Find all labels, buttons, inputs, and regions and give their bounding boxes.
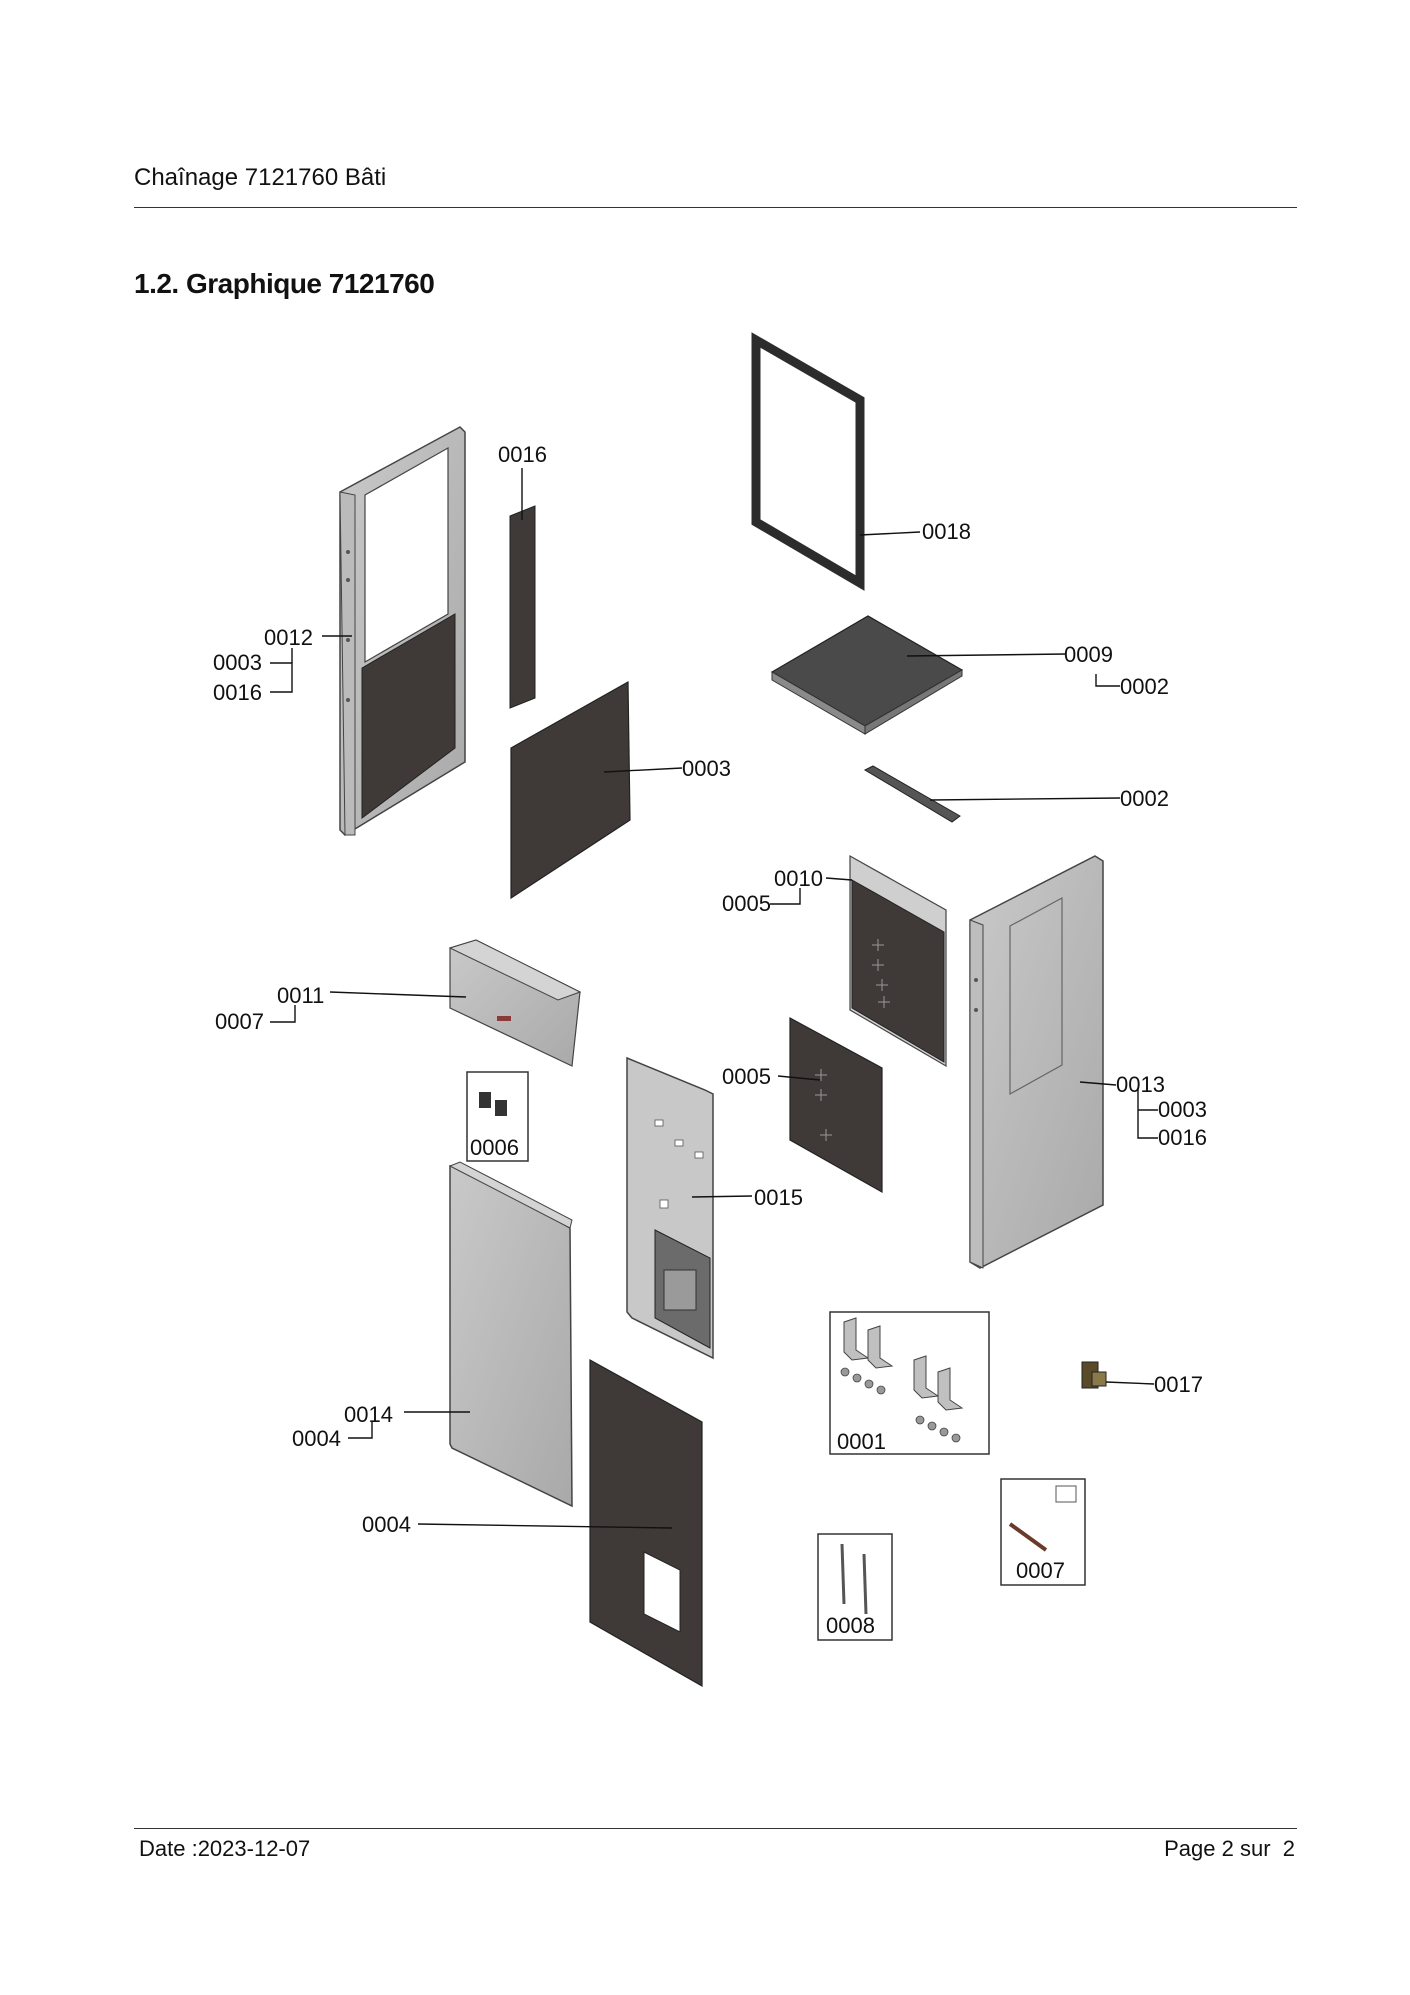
callout-0003-right: 0003 — [1158, 1097, 1207, 1122]
part-0008-bolts-box — [817, 1533, 893, 1641]
section-title: 1.2. Graphique 7121760 — [134, 268, 435, 299]
part-0011-bracket — [448, 939, 582, 1067]
part-0002-bar — [863, 765, 961, 823]
callout-0018: 0018 — [922, 519, 971, 544]
callout-0001: 0001 — [837, 1429, 886, 1454]
callout-0016-right: 0016 — [1158, 1125, 1207, 1150]
footer-date: Date :2023-12-07 — [139, 1836, 311, 1861]
callout-0006: 0006 — [470, 1135, 519, 1160]
callout-leaders — [270, 468, 1158, 1529]
footer-page-number: Page 2 sur 2 — [1164, 1836, 1295, 1861]
part-0001-hardware-box — [829, 1311, 990, 1455]
callout-0012: 0012 — [264, 625, 313, 650]
callout-0003-panel: 0003 — [682, 756, 731, 781]
callout-0007-left: 0007 — [215, 1009, 264, 1034]
callout-0008: 0008 — [826, 1613, 875, 1638]
part-0012-left-frame — [339, 426, 466, 836]
callout-0009: 0009 — [1064, 642, 1113, 667]
part-0015-central-plate — [626, 1056, 714, 1360]
part-0013-side-panel — [969, 855, 1104, 1269]
part-0004-front-dark-panel — [589, 1358, 703, 1688]
callout-0005-top: 0005 — [722, 891, 771, 916]
callout-0016-top: 0016 — [498, 442, 547, 467]
callout-0016-left: 0016 — [213, 680, 262, 705]
part-0003-panel — [510, 680, 631, 900]
callout-0003-left: 0003 — [213, 650, 262, 675]
callout-0013: 0013 — [1116, 1072, 1165, 1097]
document-header-title: Chaînage 7121760 Bâti — [134, 164, 387, 191]
part-0007-cable-box — [1000, 1478, 1086, 1586]
callout-0017: 0017 — [1154, 1372, 1203, 1397]
part-0010-plate — [849, 854, 947, 1068]
part-0016-strip — [509, 505, 536, 709]
callout-0004-left: 0004 — [292, 1426, 341, 1451]
header-divider — [134, 207, 1297, 208]
callout-0005-plate: 0005 — [722, 1064, 771, 1089]
part-0005-plate — [789, 1016, 883, 1194]
part-0014-front-panel — [448, 1161, 573, 1508]
callout-0015: 0015 — [754, 1185, 803, 1210]
part-0017-component — [1081, 1361, 1107, 1389]
callout-0007-box: 0007 — [1016, 1558, 1065, 1583]
part-0009-top-plate — [770, 615, 964, 735]
callout-0014: 0014 — [344, 1402, 393, 1427]
part-0018-seal-frame — [751, 332, 865, 591]
callout-0010: 0010 — [774, 866, 823, 891]
part-0006-box — [466, 1071, 529, 1162]
callout-0004-panel: 0004 — [362, 1512, 411, 1537]
callout-0002-bar: 0002 — [1120, 786, 1169, 811]
callout-0002-top: 0002 — [1120, 674, 1169, 699]
footer-divider — [134, 1828, 1297, 1829]
callout-0011: 0011 — [277, 983, 324, 1008]
